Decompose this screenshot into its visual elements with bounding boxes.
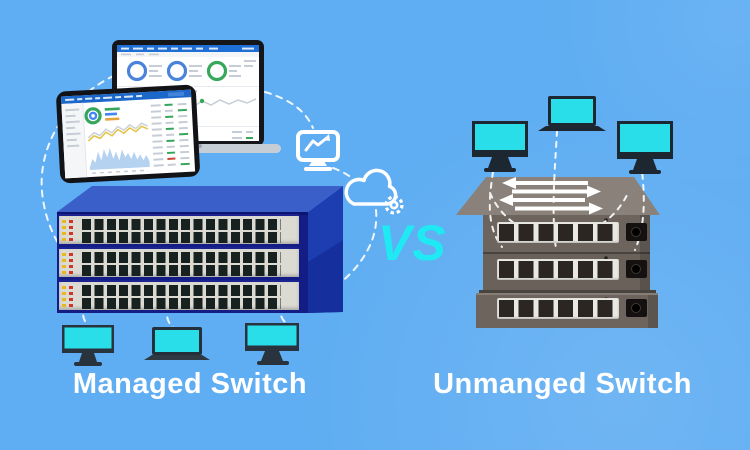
power-socket-hole <box>631 227 641 237</box>
led-column-yellow <box>62 253 66 274</box>
led-column-red <box>69 220 73 241</box>
led-column-yellow <box>62 286 66 307</box>
unmanaged-client-monitor-1 <box>472 121 528 172</box>
unmanaged-switch-port-strip <box>497 298 619 319</box>
managed-client-monitor-1 <box>62 325 114 366</box>
unmanaged-client-laptop <box>538 96 606 131</box>
unmanaged-switch-label: Unmanged Switch <box>433 368 692 400</box>
port-row <box>499 261 617 278</box>
managed-switch-faceplate <box>59 280 299 310</box>
managed-switch-label: Managed Switch <box>72 368 308 400</box>
unmanaged-client-monitor-2 <box>617 121 673 174</box>
managed-switch-faceplate <box>59 214 299 244</box>
port-row <box>82 219 281 230</box>
power-socket-hole <box>631 264 641 274</box>
port-row <box>82 232 281 243</box>
managed-switch-faceplate <box>59 247 299 277</box>
led-column-red <box>69 253 73 274</box>
port-row <box>82 285 281 296</box>
led-column-red <box>69 286 73 307</box>
managed-client-monitor-2 <box>245 323 299 365</box>
port-row <box>82 265 281 276</box>
managed-client-laptop <box>144 327 210 360</box>
led-column-yellow <box>62 220 66 241</box>
management-tablet-dashboard <box>56 84 200 184</box>
port-row <box>499 224 617 241</box>
monitor-analytics-icon <box>296 130 340 171</box>
power-socket <box>626 223 647 241</box>
power-socket <box>626 260 647 278</box>
port-row <box>82 298 281 309</box>
power-socket-hole <box>631 303 641 313</box>
unmanaged-switch-port-strip <box>497 259 619 280</box>
transfer-arrows-icon <box>499 177 603 215</box>
unmanaged-switch-port-strip <box>497 222 619 243</box>
port-row <box>82 252 281 263</box>
port-row <box>499 300 617 317</box>
cloud-gear-icon <box>344 168 404 215</box>
power-socket <box>626 299 647 317</box>
vs-label: VS <box>378 215 447 271</box>
